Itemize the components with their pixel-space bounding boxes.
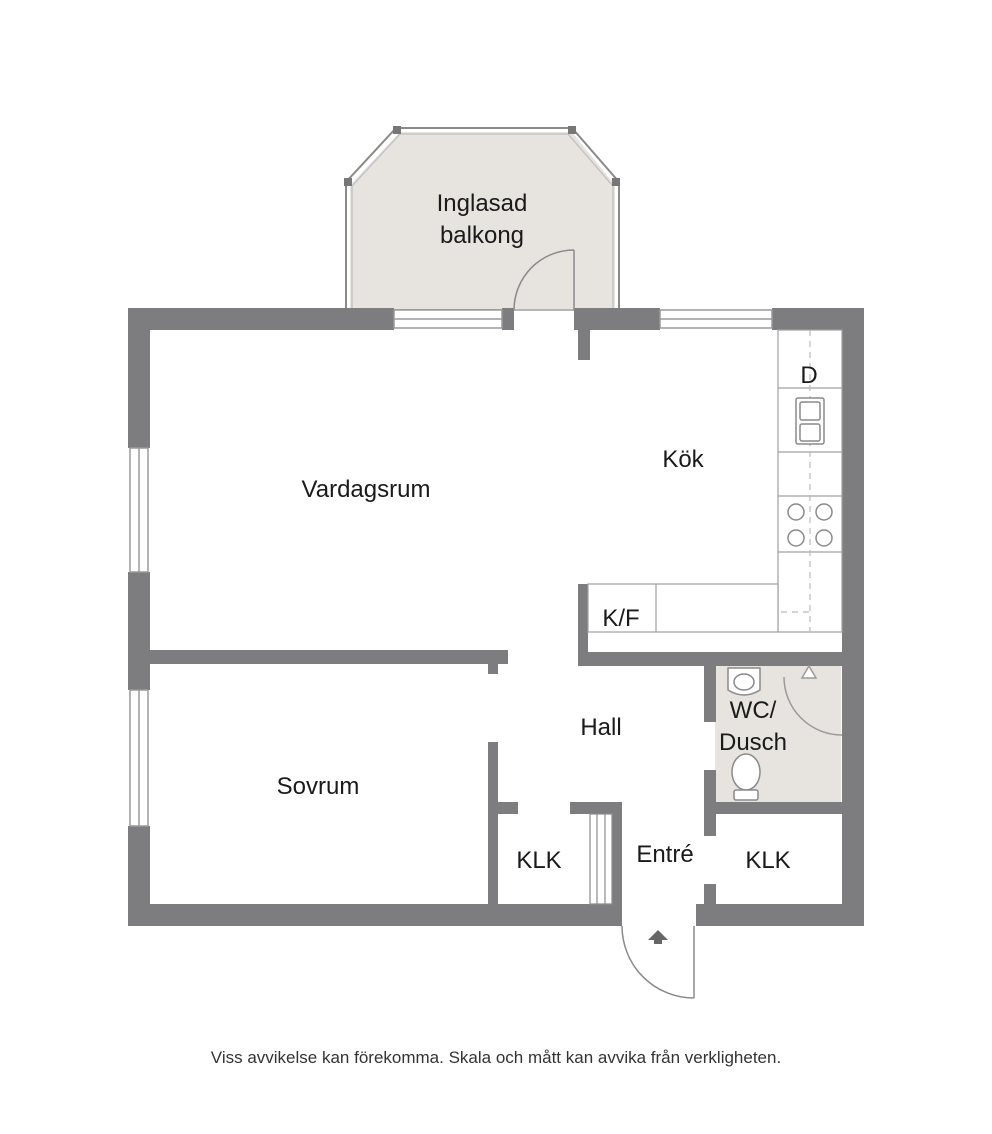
kitchen-counter [587,329,843,633]
label-balcony-line1: Inglasad [437,190,528,217]
shower-area [783,664,843,736]
disclaimer-text: Viss avvikelse kan förekomma. Skala och … [210,1048,782,1067]
label-bathroom-line1: WC/ [730,697,777,724]
windows [129,309,773,827]
coat-rack [589,813,613,905]
entrance-arrow-icon [648,930,668,944]
balcony-floor [350,132,615,310]
label-entrance: Entré [636,841,693,868]
label-closet-left: KLK [516,847,561,874]
label-closet-right: KLK [745,847,790,874]
label-kitchen: Kök [662,446,704,473]
label-bedroom: Sovrum [277,773,360,800]
label-dishwasher: D [800,362,817,389]
label-living-room: Vardagsrum [302,476,431,503]
washbasin-icon [727,667,761,696]
walls [128,308,864,926]
toilet-icon [731,753,761,801]
sink-icon [795,397,825,445]
entrance-door[interactable] [621,925,695,999]
label-fridge: K/F [602,605,639,632]
balcony-door[interactable] [513,249,575,311]
label-bathroom-line2: Dusch [719,729,787,756]
balcony-posts [344,126,620,186]
stove-icon [787,503,833,547]
label-balcony-line2: balkong [440,222,524,249]
label-hall: Hall [580,714,621,741]
